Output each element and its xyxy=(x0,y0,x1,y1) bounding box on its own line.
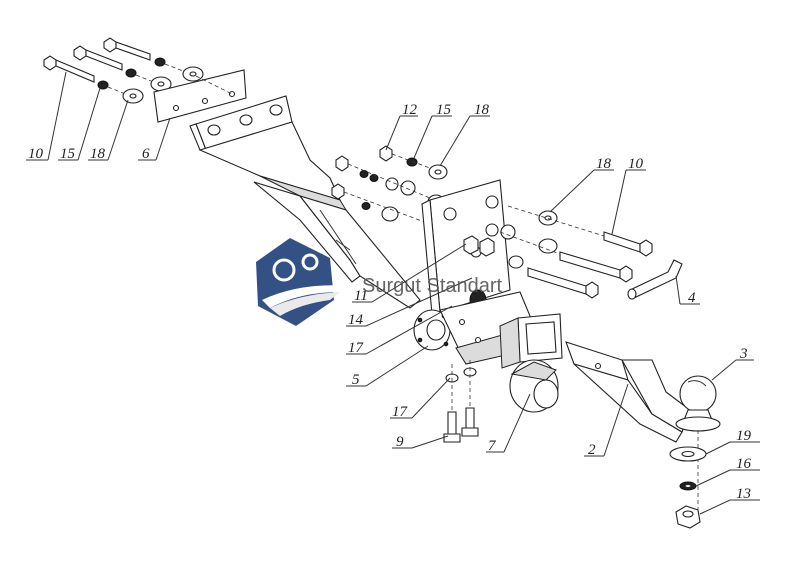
right-bolt-row xyxy=(499,205,653,299)
label-14: 14 xyxy=(348,312,364,328)
label-15-top: 15 xyxy=(436,102,452,118)
watermark-text: Surgut Standart xyxy=(362,275,503,297)
side-bracket-upper xyxy=(189,95,421,309)
label-9: 9 xyxy=(396,434,404,450)
bolt-top-3 xyxy=(43,55,144,104)
label-5: 5 xyxy=(352,372,360,388)
socket-cover-7 xyxy=(509,359,559,413)
watermark-logo: Surgut Standart xyxy=(256,238,503,326)
label-2: 2 xyxy=(588,442,596,458)
label-16: 16 xyxy=(736,456,752,472)
bolt-top-1 xyxy=(103,37,204,82)
label-12: 12 xyxy=(402,102,418,118)
label-17-lower: 17 xyxy=(392,404,409,420)
receiver-tube xyxy=(499,313,563,369)
tow-ball-3 xyxy=(675,375,721,520)
label-10-left: 10 xyxy=(28,146,44,162)
ball-bar-2 xyxy=(565,341,691,443)
car-swoosh-icon xyxy=(262,285,352,308)
gear-icon-small xyxy=(301,253,319,271)
bolt-top-2 xyxy=(73,45,172,92)
label-19: 19 xyxy=(736,428,752,444)
pin-4 xyxy=(627,259,683,300)
leader-lines xyxy=(26,71,760,515)
mounting-plate-6 xyxy=(153,69,247,123)
label-10-right: 10 xyxy=(628,156,644,172)
label-15-left: 15 xyxy=(60,146,76,162)
bottom-bolts-9 xyxy=(443,360,479,443)
label-4: 4 xyxy=(688,290,696,306)
watermark-hexagon xyxy=(256,238,334,326)
label-6: 6 xyxy=(142,146,150,162)
label-18-top: 18 xyxy=(474,102,490,118)
bottom-fasteners xyxy=(669,446,707,529)
part-labels: 10 15 18 6 12 15 18 18 10 4 11 14 17 5 3… xyxy=(28,102,752,502)
label-13: 13 xyxy=(736,486,751,502)
label-18-right: 18 xyxy=(596,156,612,172)
label-7: 7 xyxy=(488,438,497,454)
label-11: 11 xyxy=(354,288,368,304)
gear-icon xyxy=(272,258,296,282)
label-3: 3 xyxy=(739,346,748,362)
label-17-upper: 17 xyxy=(348,340,365,356)
top-left-bolts-group xyxy=(43,37,204,104)
label-18-left: 18 xyxy=(90,146,106,162)
